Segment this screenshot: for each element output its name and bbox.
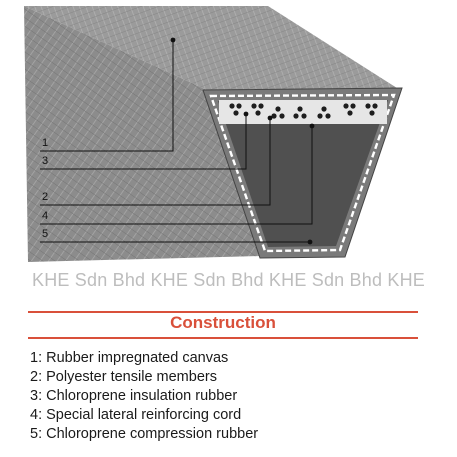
legend-item: 1: Rubber impregnated canvas [30, 350, 229, 366]
callout-lines [40, 40, 313, 243]
tensile-layer [219, 100, 387, 124]
v-belt-diagram: 1 3 2 4 5 [24, 6, 403, 262]
legend-item: 5: Chloroprene compression rubber [30, 426, 259, 442]
canvas-dashes [209, 93, 396, 253]
legend-item: 4: Special lateral reinforcing cord [30, 407, 242, 423]
belt-top-surface [24, 6, 397, 90]
belt-side-surface [24, 6, 262, 262]
callout-1: 1 [42, 137, 48, 149]
divider-bottom [28, 337, 418, 339]
callout-5: 5 [42, 228, 48, 240]
callout-2: 2 [42, 191, 48, 203]
tensile-cords [229, 103, 378, 119]
legend-item: 2: Polyester tensile members [30, 369, 217, 385]
callout-4: 4 [42, 210, 48, 222]
watermark-text: KHE Sdn Bhd KHE Sdn Bhd KHE Sdn Bhd KHE [31, 270, 426, 290]
construction-legend: 1: Rubber impregnated canvas 2: Polyeste… [30, 349, 258, 444]
divider-top [28, 311, 418, 313]
callout-3: 3 [42, 155, 48, 167]
compression-rubber [218, 100, 388, 247]
section-title: Construction [170, 313, 276, 332]
callout-dots [170, 37, 315, 245]
legend-item: 3: Chloroprene insulation rubber [30, 388, 238, 404]
